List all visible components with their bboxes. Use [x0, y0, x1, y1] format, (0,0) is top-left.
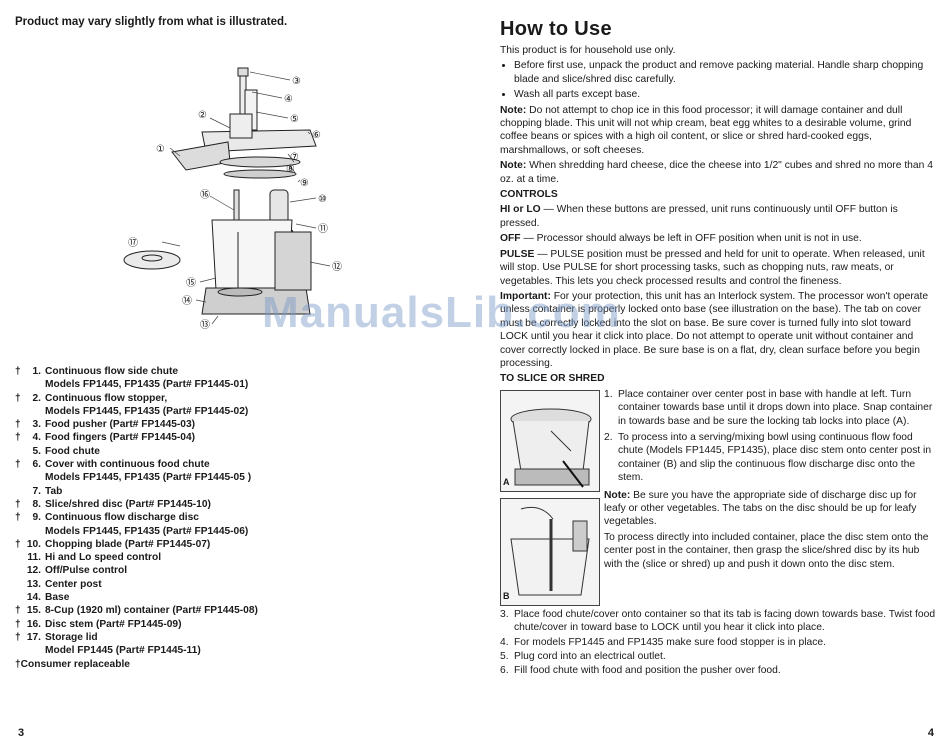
controls-heading: CONTROLS — [500, 189, 558, 201]
exploded-parts-diagram: ③ ④ ⑤ ⑥ ② ① ⑦ ⑧ ⑨ ⑩ ⑯ ⑪ ⑫ ⑰ ⑮ ⑭ ⑬ — [123, 67, 342, 331]
consumer-replaceable-footnote: †Consumer replaceable — [15, 658, 130, 670]
callout-13: ⑬ — [200, 319, 210, 331]
part-item: †3.Food pusher (Part# FP1445-03) — [15, 419, 196, 431]
prep-bullets: Before first use, unpack the product and… — [500, 59, 940, 101]
callout-6: ⑥ — [312, 130, 321, 141]
callout-1: ① — [156, 144, 165, 155]
callout-8: ⑧ — [286, 164, 295, 175]
bullet-item: Before first use, unpack the product and… — [514, 59, 940, 86]
bullet-item: Wash all parts except base. — [514, 88, 940, 101]
callout-4: ④ — [284, 94, 293, 105]
part-item: 12.Off/Pulse control — [26, 565, 128, 577]
part-item: †4.Food fingers (Part# FP1445-04) — [15, 432, 196, 444]
callout-3: ③ — [292, 76, 301, 87]
page-number-right: 4 — [927, 727, 934, 739]
left-page: Product may vary slightly from what is i… — [0, 0, 470, 743]
callout-16: ⑯ — [200, 189, 210, 201]
step-1: 1.Place container over center post in ba… — [604, 388, 933, 427]
callout-10: ⑩ — [318, 194, 327, 205]
step-2: 2.To process into a serving/mixing bowl … — [604, 431, 932, 484]
step-6: 6.Fill food chute with food and position… — [500, 665, 781, 677]
part-item: †2.Continuous flow stopper,Models FP1445… — [15, 392, 249, 417]
callout-2: ② — [198, 110, 207, 121]
note-discharge-disc: Note: Be sure you have the appropriate s… — [604, 489, 917, 528]
important-interlock: Important: For your protection, this uni… — [500, 290, 929, 369]
part-item: 7.Tab — [32, 485, 63, 497]
part-item: †8.Slice/shred disc (Part# FP1445-10) — [15, 498, 211, 510]
note-ice: Note: Do not attempt to chop ice in this… — [500, 104, 912, 156]
direct-container-text: To process directly into included contai… — [604, 531, 929, 570]
callout-15: ⑮ — [186, 277, 196, 289]
callout-17: ⑰ — [128, 237, 138, 249]
remaining-steps: 3.Place food chute/cover onto container … — [500, 608, 940, 678]
part-item: 11.Hi and Lo speed control — [27, 552, 162, 564]
container-illustration-a — [510, 408, 592, 488]
part-item: 5.Food chute — [32, 445, 100, 457]
control-pulse: PULSE — PULSE position must be pressed a… — [500, 248, 925, 287]
callout-5: ⑤ — [290, 114, 299, 125]
slice-shred-heading: TO SLICE OR SHRED — [500, 373, 605, 385]
photo-a-container-locking: A — [500, 389, 600, 492]
part-item: †10.Chopping blade (Part# FP1445-07) — [15, 538, 211, 550]
illustration-disclaimer: Product may vary slightly from what is i… — [15, 16, 288, 28]
slice-steps-text: 1.Place container over center post in ba… — [604, 388, 940, 571]
callout-14: ⑭ — [182, 295, 192, 307]
step-5: 5.Plug cord into an electrical outlet. — [500, 650, 666, 662]
page-number-left: 3 — [18, 727, 25, 739]
callout-11: ⑪ — [318, 223, 328, 235]
section-title: How to Use — [500, 18, 612, 40]
part-item: 14.Base — [26, 592, 70, 604]
control-hilo: HI or LO — When these buttons are presse… — [500, 204, 898, 229]
note-cheese: Note: When shredding hard cheese, dice t… — [500, 160, 933, 185]
part-item: †16.Disc stem (Part# FP1445-09) — [15, 618, 182, 630]
photo-b-disc-stem: B — [500, 497, 600, 606]
control-off: OFF — Processor should always be left in… — [500, 233, 862, 245]
step-3: 3.Place food chute/cover onto container … — [500, 608, 936, 634]
photo-b-label: B — [503, 591, 510, 602]
container-illustration-b — [510, 506, 590, 596]
part-item: †15.8-Cup (1920 ml) container (Part# FP1… — [15, 605, 258, 617]
right-page: How to Use This product is for household… — [478, 0, 950, 743]
instructions-body: This product is for household use only. … — [500, 44, 940, 679]
callout-12: ⑫ — [332, 261, 342, 273]
intro-text: This product is for household use only. — [500, 45, 676, 56]
part-item: 13.Center post — [26, 578, 102, 590]
callout-7: ⑦ — [290, 152, 299, 163]
callout-9: ⑨ — [300, 178, 309, 189]
slice-steps-with-photos: A B 1.Place container over center post i… — [500, 388, 940, 608]
photo-a-label: A — [503, 477, 510, 488]
step-4: 4.For models FP1445 and FP1435 make sure… — [500, 636, 826, 648]
